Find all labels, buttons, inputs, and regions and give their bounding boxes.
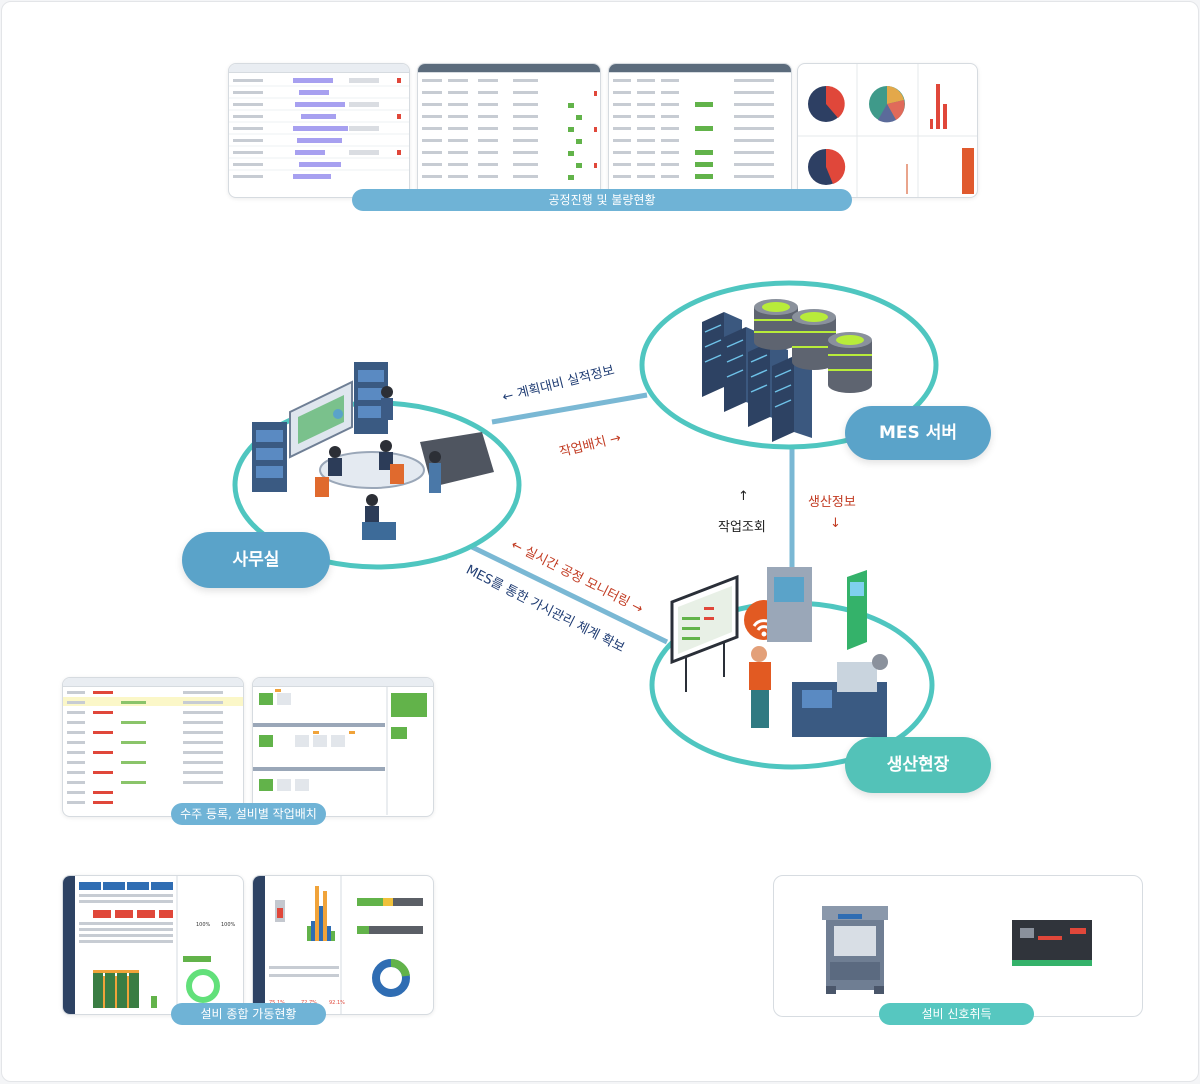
equipment-charts-thumbnail: 75.1% 72.7% 92.1% [253, 876, 423, 1014]
flow-work-query: 작업조회 [718, 520, 766, 535]
screenshot-process-table-2 [608, 63, 792, 198]
production-illustration [670, 567, 888, 737]
table-thumbnail [613, 79, 774, 179]
screenshot-order-table [62, 677, 244, 817]
equipment-status-thumbnail: 100% 100% [63, 876, 236, 1014]
caption-equipment-overview: 설비 종합 가동현황 [171, 1003, 326, 1025]
screenshot-process-gantt [228, 63, 410, 198]
link-office-production [470, 544, 669, 645]
server-illustration [702, 299, 872, 442]
stat-value-3: 92.1% [329, 1000, 345, 1006]
press-machine-icon [822, 906, 888, 994]
pie-chart-thumbnail [798, 64, 977, 197]
screenshot-dispatch-board [252, 677, 434, 817]
plc-controller-icon [1012, 920, 1092, 966]
link-office-server [491, 392, 648, 425]
database-stack-3 [828, 332, 872, 393]
screenshot-defect-charts [797, 63, 978, 198]
signal-acquisition-panel [773, 875, 1143, 1017]
gantt-thumbnail [229, 78, 409, 179]
flow-work-query-arrow: ↑ [738, 489, 749, 504]
node-mes-server: MES 서버 [845, 406, 991, 460]
table-thumbnail [422, 79, 597, 180]
screenshot-equipment-charts: 75.1% 72.7% 92.1% [252, 875, 434, 1015]
signal-acquisition-illustration [822, 906, 1092, 994]
caption-process-status: 공정진행 및 불량현황 [352, 189, 852, 211]
database-stack-2 [792, 309, 836, 370]
office-illustration [252, 362, 494, 540]
caption-signal-acquisition: 설비 신호취득 [879, 1003, 1034, 1025]
dispatch-board-thumbnail [253, 687, 427, 815]
gauge-value-1: 100% [196, 922, 211, 928]
screenshot-process-table-1 [417, 63, 601, 198]
caption-order-dispatch: 수주 등록, 설비별 작업배치 [171, 803, 326, 825]
order-table-thumbnail [63, 691, 243, 804]
node-production-site: 생산현장 [845, 737, 991, 793]
screenshot-equipment-status: 100% 100% [62, 875, 244, 1015]
database-stack-1 [754, 299, 798, 350]
node-office: 사무실 [182, 532, 330, 588]
gauge-value-2: 100% [221, 922, 236, 928]
flow-production-info: 생산정보 [808, 495, 856, 510]
flow-production-info-arrow: ↓ [830, 516, 841, 531]
